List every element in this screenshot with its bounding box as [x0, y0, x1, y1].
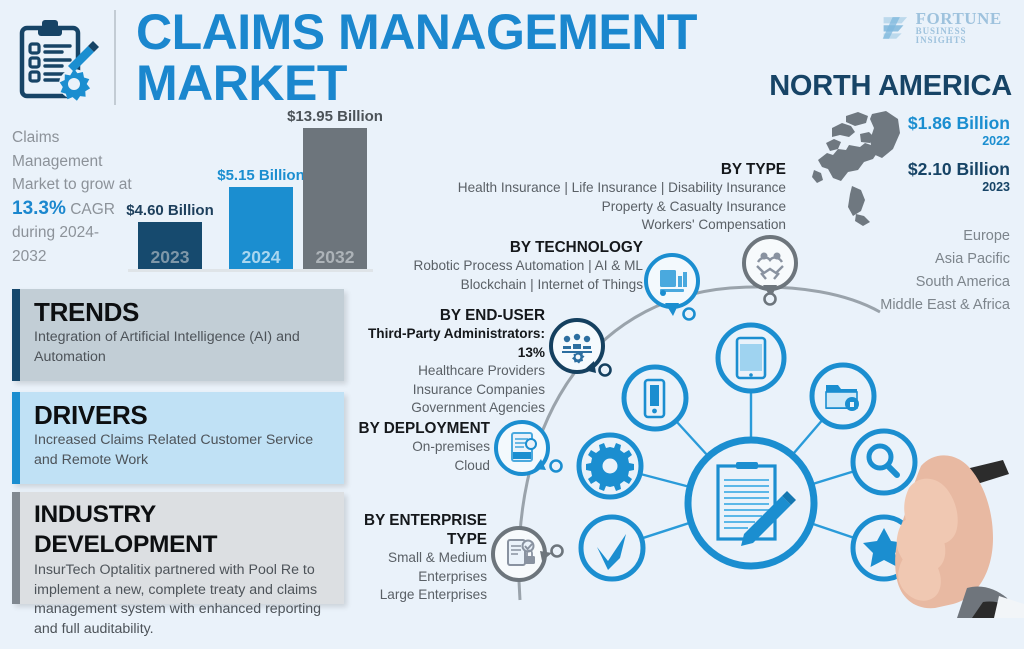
- segment-line: Third-Party Administrators: 13%: [368, 326, 545, 360]
- panel-title: INDUSTRY DEVELOPMENT: [34, 501, 218, 558]
- gear-icon: [576, 432, 644, 500]
- bar-value-label: $5.15 Billion: [217, 167, 305, 184]
- document-file-icon: [621, 364, 689, 432]
- cagr-value: 13.3%: [12, 197, 66, 219]
- clipboard-gear-icon: [12, 14, 104, 106]
- segment-line: Insurance Companies: [412, 381, 545, 397]
- clipboard-pen-icon: [716, 462, 796, 546]
- region-amount: $2.10 Billion: [907, 159, 1010, 179]
- region-item: South America: [915, 274, 1010, 290]
- claim-document-pin-icon: [494, 420, 563, 476]
- panel-accent-bar: [12, 392, 20, 484]
- segment-by-end-user: BY END-USER Third-Party Administrators: …: [340, 306, 545, 418]
- segment-line: Workers' Compensation: [641, 217, 786, 232]
- cagr-summary: Claims Management Market to grow at 13.3…: [12, 126, 132, 268]
- bar-category-label: 2023: [150, 247, 190, 267]
- panel-body: InsurTech Optalitix partnered with Pool …: [34, 562, 322, 637]
- segment-title: BY TYPE: [720, 161, 786, 178]
- segment-line: Large Enterprises: [379, 587, 487, 602]
- panel-accent-bar: [12, 492, 20, 604]
- chart-presentation-pin-icon: [644, 253, 700, 321]
- bar-2024: $5.15 Billion 2024: [217, 167, 305, 269]
- panel-drivers: DRIVERS Increased Claims Related Custome…: [12, 392, 344, 484]
- segment-title: BY END-USER: [439, 307, 545, 324]
- panel-trends: TRENDS Integration of Artificial Intelli…: [12, 289, 344, 381]
- segment-line: Government Agencies: [411, 400, 545, 415]
- segment-line: Healthcare Providers: [418, 363, 545, 378]
- header-divider: [114, 10, 116, 105]
- segment-by-type: BY TYPE Health Insurance | Life Insuranc…: [456, 160, 786, 235]
- other-regions-list: Europe Asia Pacific South America Middle…: [880, 225, 1010, 317]
- bar-category-label: 2032: [315, 247, 355, 267]
- region-item: Europe: [963, 228, 1010, 244]
- segment-line: On-premises: [412, 439, 490, 454]
- region-item: Asia Pacific: [935, 251, 1010, 267]
- region-item: Middle East & Africa: [880, 297, 1010, 313]
- north-america-map: [812, 108, 920, 228]
- region-amount: $1.86 Billion: [907, 113, 1010, 133]
- panel-industry-development: INDUSTRY DEVELOPMENT InsurTech Optalitix…: [12, 492, 344, 637]
- hand-with-stylus: [879, 418, 1024, 618]
- segment-line: Robotic Process Automation | AI & ML: [413, 258, 643, 273]
- region-value-2022: $1.86 Billion 2022: [908, 113, 1010, 149]
- logo-line-1: FORTUNE: [915, 8, 1002, 28]
- panel-accent-bar: [12, 289, 20, 381]
- segment-line: Blockchain | Internet of Things: [460, 276, 643, 292]
- enterprise-doc-pin-icon: [491, 526, 564, 582]
- folder-lock-icon: [809, 362, 877, 430]
- segment-line: Property & Casualty Insurance: [601, 198, 786, 214]
- segment-line: Health Insurance | Life Insurance | Disa…: [457, 180, 786, 195]
- segment-title: BY DEPLOYMENT: [358, 420, 490, 437]
- handshake-pin-icon: [742, 235, 798, 306]
- page-title: CLAIMS MANAGEMENT MARKET: [136, 4, 697, 111]
- region-year: 2023: [982, 180, 1010, 194]
- market-size-bar-chart: $4.60 Billion 2023 $5.15 Billion 2024 $1…: [126, 108, 383, 272]
- panel-title: TRENDS: [34, 297, 140, 327]
- chart-baseline: [128, 269, 373, 272]
- region-title: NORTH AMERICA: [769, 70, 1012, 102]
- segment-title: BY TECHNOLOGY: [509, 239, 643, 256]
- tablet-icon: [715, 322, 787, 394]
- panel-title: DRIVERS: [34, 400, 148, 430]
- panel-body: Increased Claims Related Customer Servic…: [34, 432, 314, 468]
- segment-title: BY ENTERPRISE TYPE: [364, 512, 487, 548]
- infographic-canvas: CLAIMS MANAGEMENT MARKET FORTUNE BUSINES…: [12, 4, 1024, 637]
- segment-by-deployment: BY DEPLOYMENT On-premises Cloud: [340, 419, 490, 475]
- region-year: 2022: [982, 134, 1010, 148]
- region-value-2023: $2.10 Billion 2023: [908, 159, 1010, 195]
- segment-line: Small & Medium Enterprises: [388, 550, 487, 584]
- segment-line: Cloud: [454, 457, 490, 473]
- logo-line-2: BUSINESS INSIGHTS: [915, 25, 967, 45]
- panel-body: Integration of Artificial Intelligence (…: [34, 329, 300, 365]
- bar-2032: $13.95 Billion 2032: [287, 108, 383, 269]
- fb-logo-icon: [882, 17, 908, 39]
- checkmark-icon: [578, 514, 646, 582]
- bar-value-label: $13.95 Billion: [287, 108, 383, 125]
- segment-by-technology: BY TECHNOLOGY Robotic Process Automation…: [398, 238, 643, 294]
- fortune-business-insights-logo: FORTUNE BUSINESS INSIGHTS: [880, 10, 1010, 44]
- bar-value-label: $4.60 Billion: [126, 202, 214, 219]
- cagr-trail: CAGR during 2024-2032: [12, 200, 115, 265]
- segment-by-enterprise-type: BY ENTERPRISE TYPE Small & Medium Enterp…: [340, 511, 487, 605]
- bar-category-label: 2024: [241, 247, 281, 267]
- cagr-lead: Claims Management Market to grow at: [12, 129, 132, 193]
- bar-2023: $4.60 Billion 2023: [126, 202, 214, 269]
- team-gear-pin-icon: [549, 318, 612, 377]
